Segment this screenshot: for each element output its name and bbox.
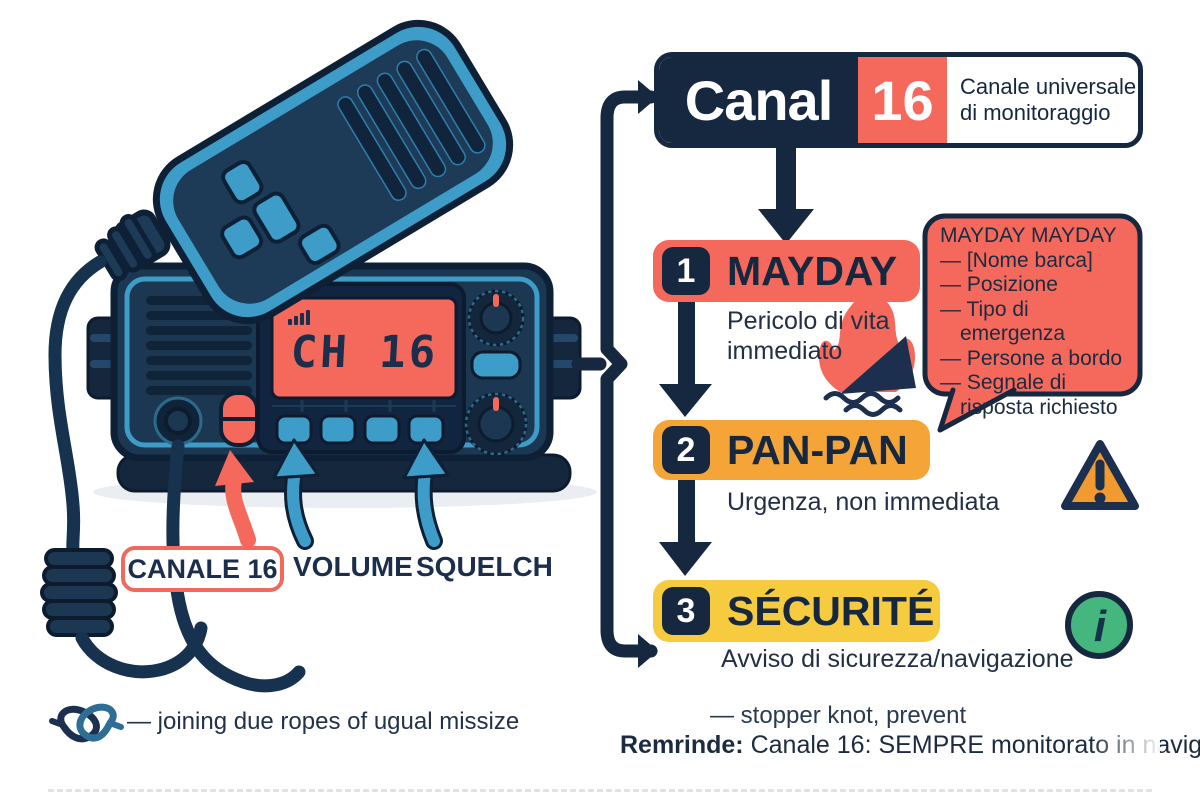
- rope-knot-icon: [49, 703, 124, 743]
- callout-item: — Segnale di risposta richiesto: [940, 371, 1118, 419]
- step-securite-bar: 3 SÉCURITÉ: [653, 580, 940, 642]
- callout-item: — Persone a bordo: [940, 346, 1123, 370]
- ear-stripe: [546, 334, 578, 342]
- connector-arrow-bottom: [638, 634, 658, 668]
- flow-arrows: [659, 147, 814, 576]
- info-icon: i: [1065, 591, 1133, 659]
- step-mayday-description: Pericolo di vita immediato: [727, 307, 890, 365]
- step-title: SÉCURITÉ: [727, 587, 935, 634]
- knot-caption: — joining due ropes of ugual missize: [127, 708, 520, 735]
- header-brand: Canal: [659, 57, 858, 143]
- channel-16-button[interactable]: [219, 391, 259, 447]
- reminder-label: Remrinde:: [620, 731, 744, 759]
- ear-stripe: [546, 360, 578, 368]
- volume-label: VOLUME: [293, 551, 413, 582]
- mic-buttons[interactable]: [194, 140, 341, 297]
- squelch-arrow-head: [402, 438, 450, 480]
- step-title: PAN-PAN: [727, 426, 908, 473]
- step-number-badge: 3: [662, 587, 710, 635]
- squelch-knob[interactable]: [464, 392, 528, 456]
- header-channel-number: 16: [858, 57, 947, 143]
- channel-arrow-head: [215, 450, 254, 486]
- signal-bars-icon: [288, 309, 310, 325]
- callout-item: — Posizione: [940, 273, 1058, 296]
- lcd-display: [270, 296, 458, 400]
- mayday-callout: MAYDAY MAYDAY — [Nome barca] — Posizione…: [940, 224, 1136, 420]
- flow-connector: [571, 80, 658, 668]
- callout-item: — Tipo di emergenza: [940, 297, 1066, 346]
- radio-body: [86, 262, 582, 462]
- step-securite-description: Avviso di sicurezza/navigazione: [721, 645, 1074, 673]
- header-subtitle-line2: di monitoraggio: [960, 100, 1111, 125]
- speech-bubble-shape: [922, 213, 1143, 433]
- mic-grille: [337, 48, 486, 201]
- volume-knob[interactable]: [467, 289, 525, 347]
- channel-16-header: Canal 16 Canale universale di monitoragg…: [654, 52, 1143, 148]
- function-buttons[interactable]: [275, 414, 445, 445]
- step-number-badge: 1: [662, 247, 710, 295]
- step-title: MAYDAY: [727, 247, 898, 294]
- bottom-dashed-divider: [48, 789, 1152, 792]
- header-down-arrow: [758, 209, 814, 244]
- channel-arrow: [225, 472, 256, 548]
- squelch-label: SQUELCH: [416, 551, 553, 582]
- svg-text:i: i: [1094, 602, 1107, 651]
- fire-sinking-boat-icon: [818, 283, 916, 417]
- callout-title: MAYDAY MAYDAY: [940, 224, 1117, 247]
- callout-item: — [Nome barca]: [940, 248, 1093, 272]
- side-button[interactable]: [470, 350, 522, 380]
- pointer-arrows: [215, 438, 450, 550]
- connector-cord: [166, 439, 306, 693]
- step-panpan-bar: 2 PAN-PAN: [653, 420, 930, 480]
- canale-16-label: CANALE 16: [121, 546, 284, 592]
- step-mayday-bar: 1 MAYDAY: [653, 240, 920, 302]
- handset-cable: [40, 255, 208, 679]
- volume-arrow-head: [272, 438, 320, 480]
- mic-connector: [153, 396, 203, 446]
- text-fade-overlay: [1090, 728, 1160, 764]
- header-subtitle: Canale universale di monitoraggio: [947, 57, 1138, 143]
- step1-down-arrow: [659, 384, 712, 417]
- step2-down-arrow: [659, 542, 712, 576]
- lcd-text: CH 16: [289, 326, 440, 378]
- header-subtitle-line1: Canale universale: [960, 74, 1137, 99]
- step-number-badge: 2: [662, 426, 710, 474]
- stopper-knot-note: — stopper knot, prevent: [710, 702, 967, 729]
- connector-arrow-top: [638, 80, 658, 114]
- warning-triangle-icon: [1061, 440, 1139, 510]
- step-panpan-description: Urgenza, non immediata: [727, 488, 1000, 516]
